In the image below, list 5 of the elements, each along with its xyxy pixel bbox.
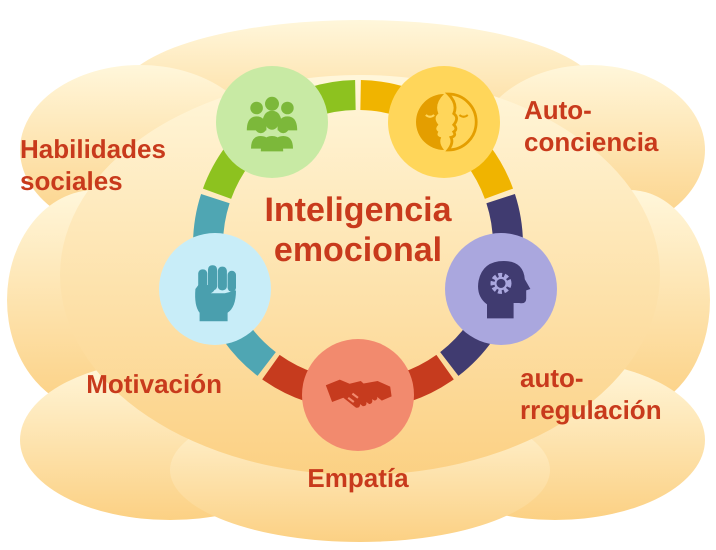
category-label: Motivación	[85, 368, 222, 400]
category-label: Empatía	[306, 462, 410, 494]
category-label: auto- rregulación	[520, 362, 663, 426]
diagram-title: Inteligencia emocional	[263, 190, 453, 270]
category-label: Auto- conciencia	[524, 94, 660, 158]
